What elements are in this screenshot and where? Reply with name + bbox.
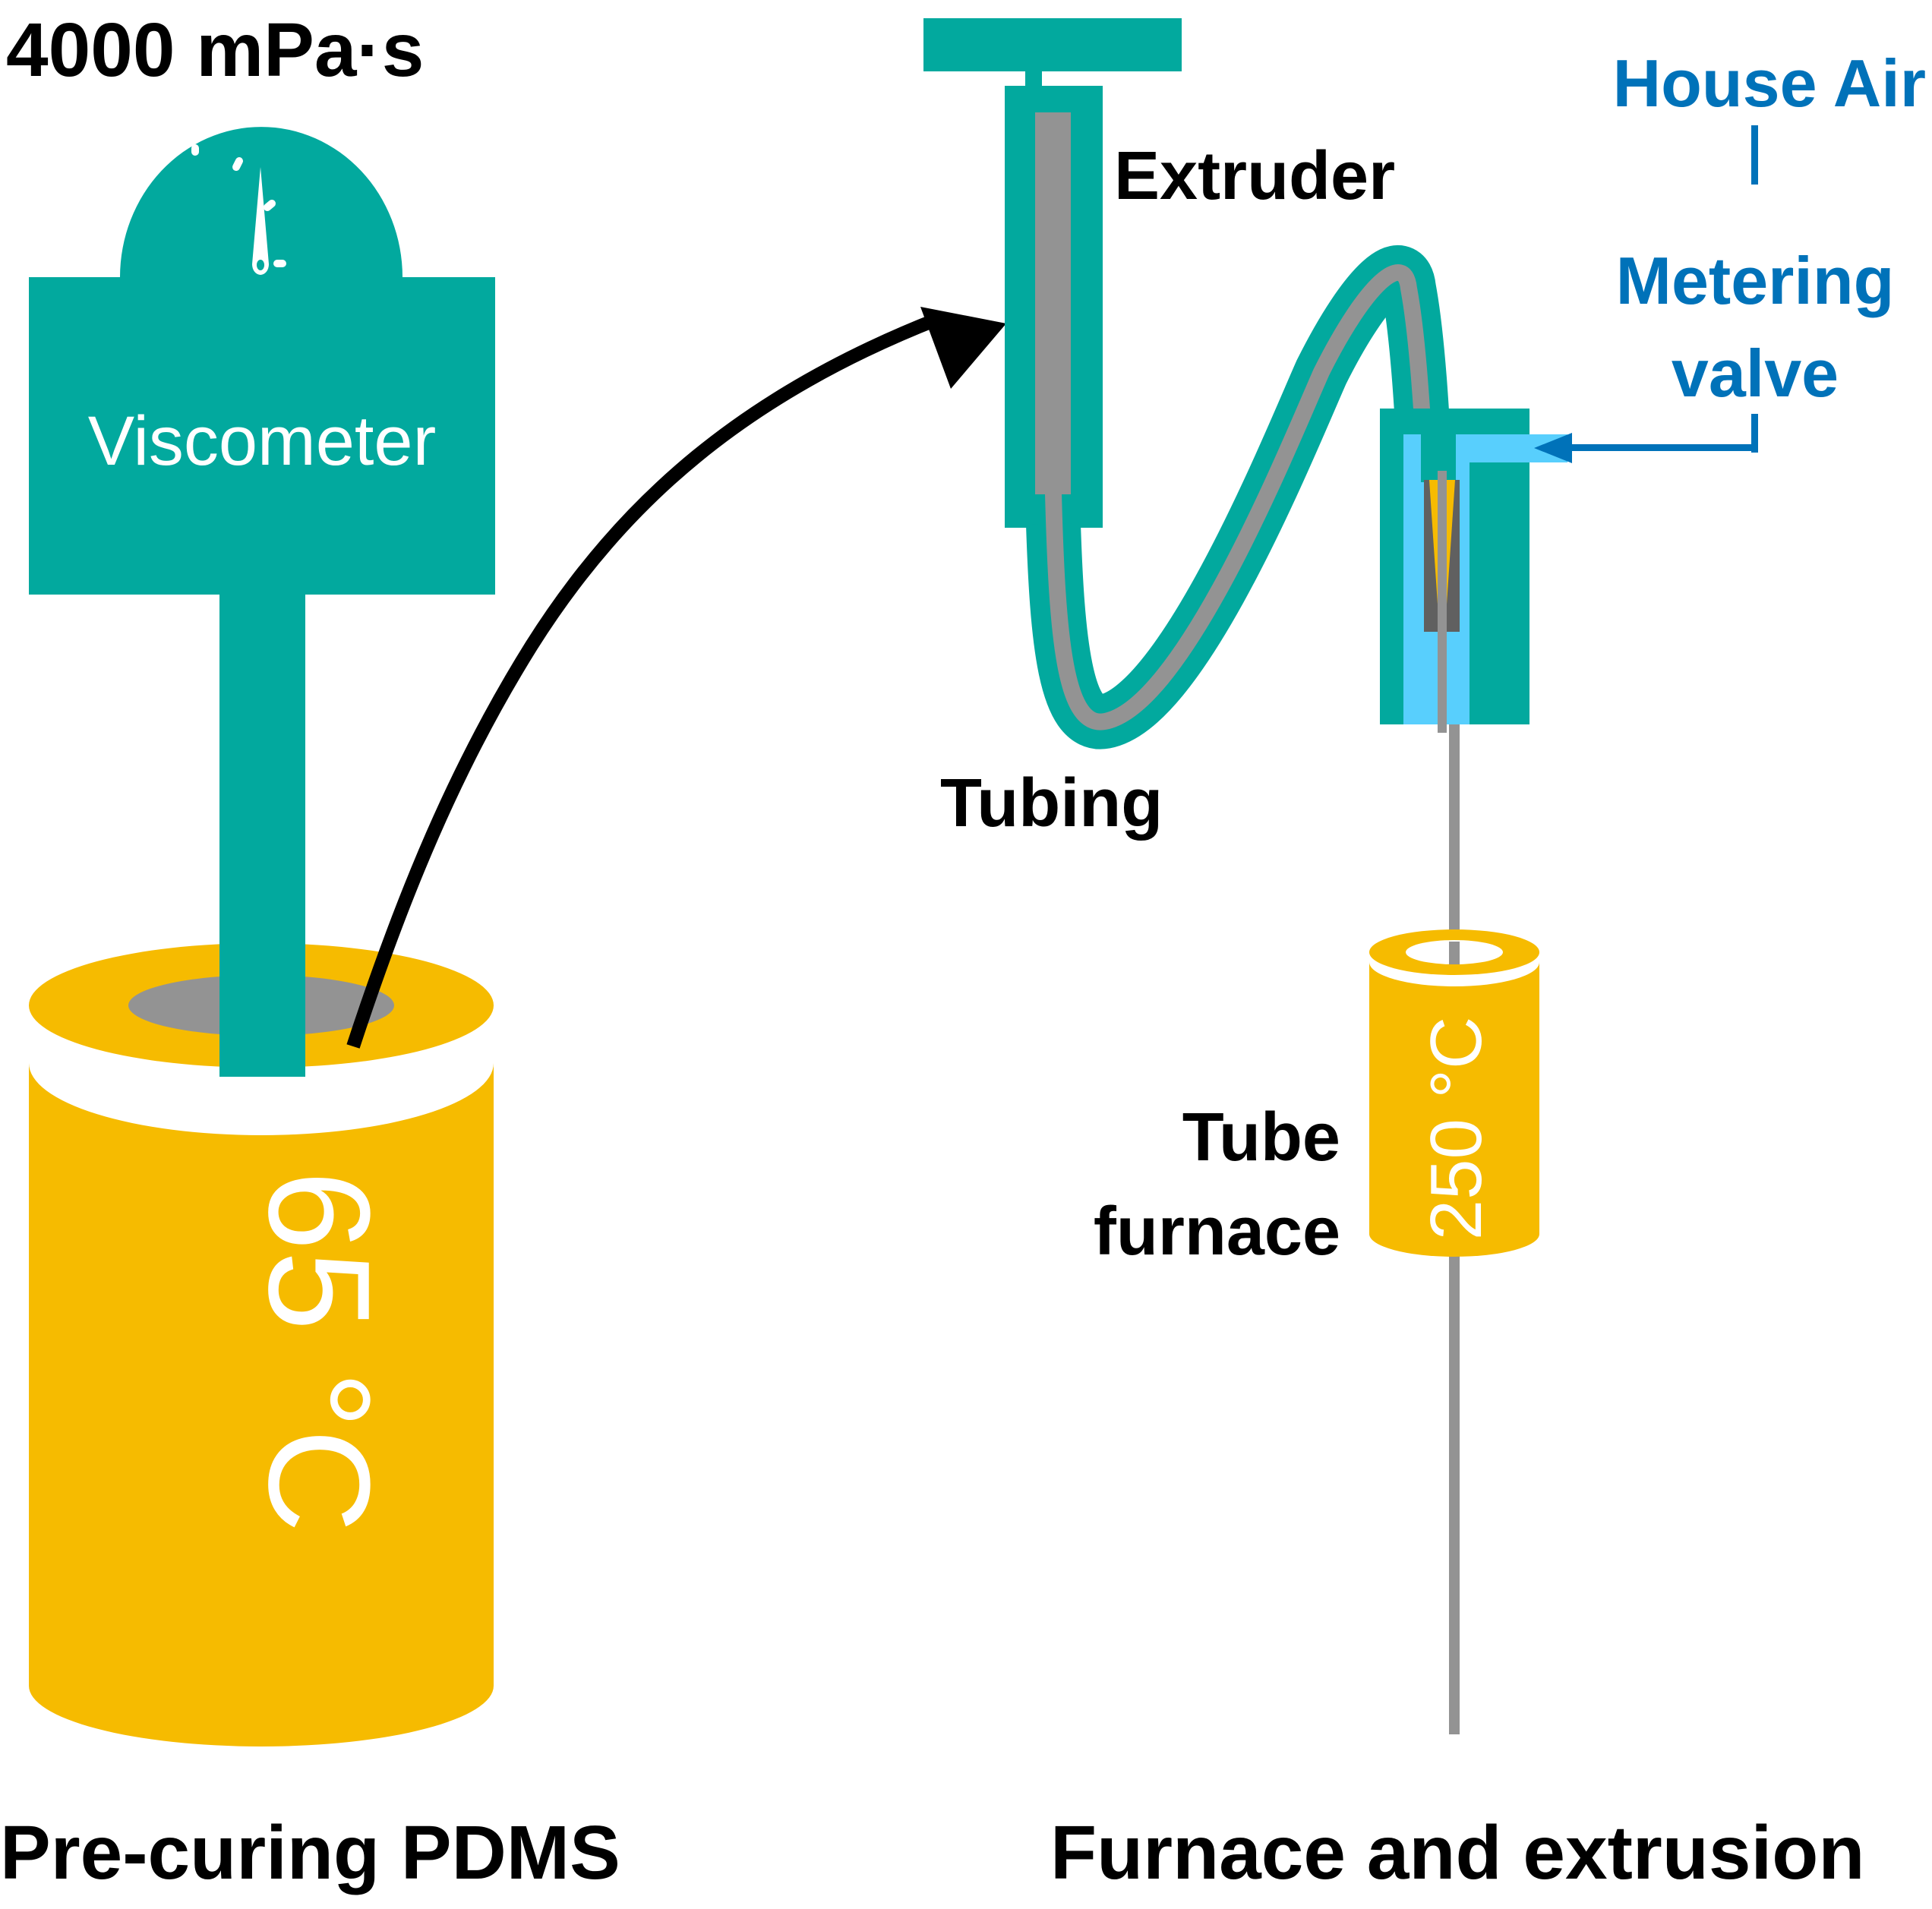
section-right-caption: Furnace and extrusion	[1050, 1810, 1864, 1895]
viscometer-body	[29, 277, 495, 595]
gauge-needle	[252, 167, 269, 275]
tubing-label: Tubing	[940, 765, 1163, 841]
extruder	[923, 18, 1182, 528]
gauge-ticks	[103, 144, 286, 267]
extruder-material	[1035, 112, 1071, 494]
transfer-arrow-icon	[346, 307, 1006, 1049]
bath-body	[29, 1063, 494, 1746]
section-left-caption: Pre-curing PDMS	[0, 1810, 620, 1895]
viscometer: Viscometer	[29, 127, 495, 1077]
extruder-label: Extruder	[1114, 138, 1395, 214]
air-connector-line-bottom	[1751, 414, 1758, 453]
fiber-in-nozzle	[1438, 471, 1447, 733]
furnace-temp-label: 250 °C	[1416, 1017, 1497, 1241]
air-flow-arrow-icon	[1534, 433, 1753, 463]
metering-valve-label-2: valve	[1672, 336, 1839, 411]
viscometer-spindle	[219, 577, 305, 1077]
extruder-plunger-stem	[1025, 71, 1042, 87]
metering-valve-label-1: Metering	[1616, 243, 1895, 318]
extruder-plunger-handle	[923, 18, 1182, 71]
viscosity-label: 4000 mPa·s	[6, 8, 424, 93]
precuring-temp-label: 65 °C	[238, 1170, 399, 1532]
tube-furnace-label-2: furnace	[1094, 1194, 1340, 1270]
air-connector-line-top	[1751, 125, 1758, 185]
tube-furnace-label-1: Tube	[1182, 1100, 1340, 1175]
tube-furnace	[1369, 929, 1539, 1257]
viscometer-label: Viscometer	[88, 402, 436, 480]
nozzle-housing	[1380, 409, 1567, 733]
house-air-label: House Air	[1613, 46, 1926, 121]
furnace-body	[1369, 962, 1539, 1257]
tubing	[1026, 245, 1455, 749]
